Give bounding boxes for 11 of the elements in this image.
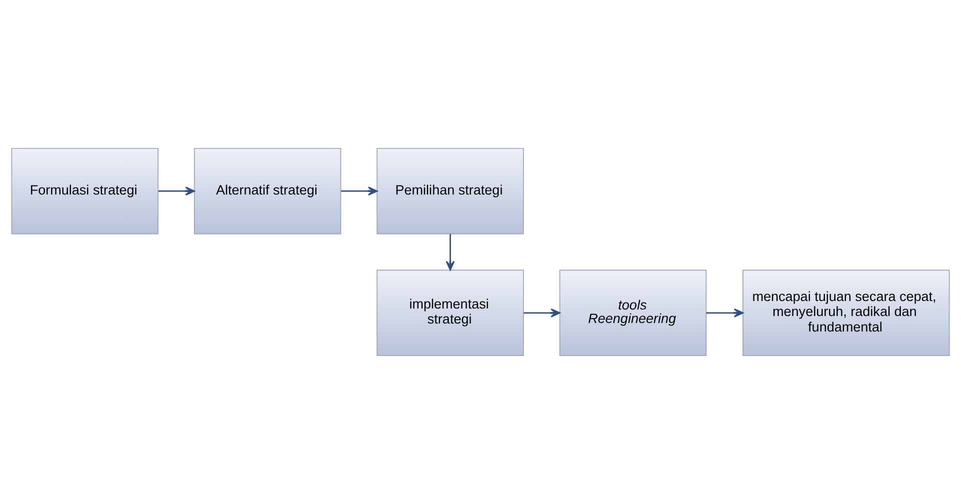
node-box: tools Reengineering [559,269,707,356]
arrow [524,308,560,317]
node-box: Formulasi strategi [11,147,158,234]
arrow [446,233,455,270]
node-box: Alternatif strategi [194,147,342,234]
node-box: Pemilihan strategi [376,147,524,234]
arrow [158,186,195,196]
arrow [706,308,744,317]
arrow [341,186,378,196]
node-box: mencapai tujuan secara cepat, menyeluruh, radikal dan fundamental [742,269,950,356]
node-box: implementasi strategi [376,269,524,356]
